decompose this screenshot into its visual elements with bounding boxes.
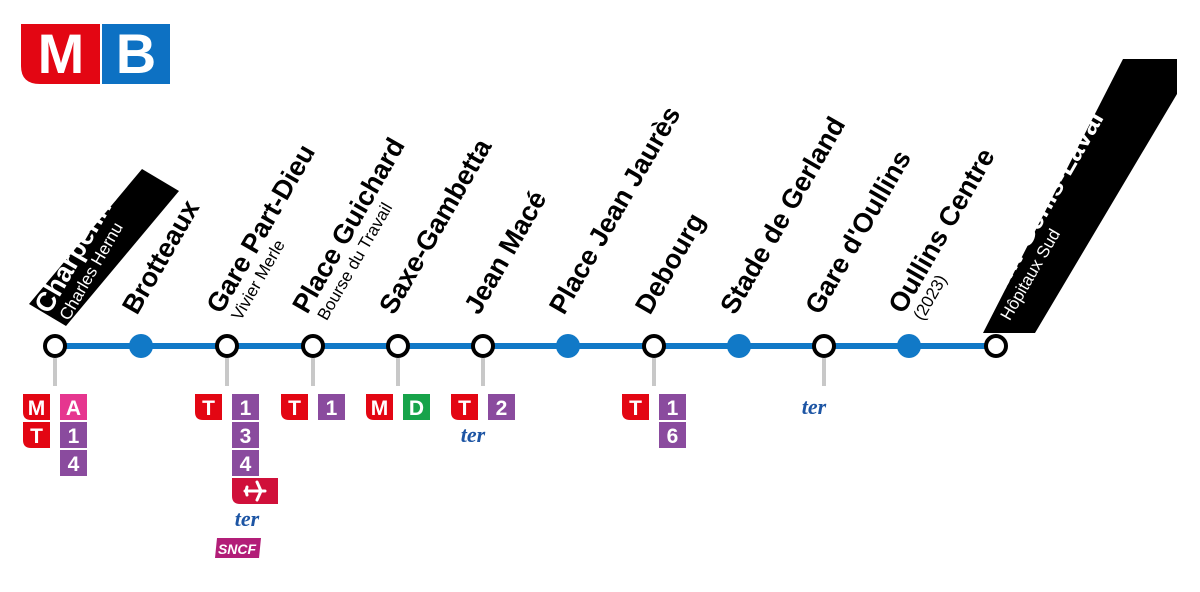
station-marker-charpennes [43, 334, 67, 358]
tram-badge [23, 422, 50, 448]
tram-line-badge-label: 1 [326, 397, 338, 420]
logo-b-letter: B [116, 22, 156, 85]
tram-line-badge-label: 1 [240, 397, 252, 420]
tram-line-badge [318, 394, 345, 420]
tram-badge-label: T [288, 397, 301, 420]
station-name: Debourg [629, 208, 710, 319]
tram-badge [281, 394, 308, 420]
station-marker-stade-de-gerland [727, 334, 751, 358]
logo-b-tile [102, 24, 170, 84]
metro-badge [23, 394, 50, 420]
sncf-logo [215, 538, 261, 558]
station-marker-gare-part-dieu [215, 334, 239, 358]
metro-a-badge-label: A [66, 397, 81, 420]
logo-m-letter: M [38, 22, 85, 85]
station-label-jean-mace: Jean Macé [458, 186, 552, 319]
tram-line-badge [60, 422, 87, 448]
tram-badge-label: T [629, 397, 642, 420]
tram-line-badge-label: 4 [68, 453, 80, 476]
station-marker-oullins-centre [897, 334, 921, 358]
tram-badge [622, 394, 649, 420]
ter-logo: ter [461, 422, 486, 447]
tram-badge-label: T [30, 425, 43, 448]
tram-line-badge-label: 4 [240, 453, 252, 476]
tram-badge [195, 394, 222, 420]
tram-line-badge [232, 422, 259, 448]
station-marker-jean-mace [471, 334, 495, 358]
station-marker-saint-genis-laval [984, 334, 1008, 358]
station-marker-place-guichard [301, 334, 325, 358]
tram-line-badge [659, 422, 686, 448]
tram-line-badge [659, 394, 686, 420]
station-marker-saxe-gambetta [386, 334, 410, 358]
tram-line-badge-label: 6 [667, 425, 679, 448]
tram-line-badge [60, 450, 87, 476]
station-marker-place-jean-jaures [556, 334, 580, 358]
metro-badge [366, 394, 393, 420]
tram-badge-label: T [202, 397, 215, 420]
metro-d-badge [403, 394, 430, 420]
sncf-label: SNCF [218, 541, 257, 557]
plane-icon [243, 480, 267, 502]
tram-line-badge-label: 1 [667, 397, 679, 420]
station-marker-debourg [642, 334, 666, 358]
tram-line-badge-label: 1 [68, 425, 80, 448]
tram-line-badge [488, 394, 515, 420]
station-marker-gare-d-oullins [812, 334, 836, 358]
tram-line-badge [232, 394, 259, 420]
metro-d-badge-label: D [409, 397, 424, 420]
logo-m-tile [21, 24, 100, 84]
station-marker-brotteaux [129, 334, 153, 358]
tram-line-badge-label: 3 [240, 425, 252, 448]
line-logo: M B [21, 22, 170, 85]
station-name: Jean Macé [458, 186, 552, 319]
ter-logo: ter [235, 506, 260, 531]
tram-line-badge [232, 450, 259, 476]
ter-logo: ter [802, 394, 827, 419]
metro-badge-label: M [371, 397, 389, 420]
tram-badge [451, 394, 478, 420]
metro-a-badge [60, 394, 87, 420]
station-label-debourg: Debourg [629, 208, 710, 319]
terminus-box-saint-genis-laval [983, 59, 1177, 333]
tram-badge-label: T [458, 397, 471, 420]
metro-badge-label: M [28, 397, 46, 420]
tram-line-badge-label: 2 [496, 397, 508, 420]
terminus-box-charpennes [29, 169, 179, 326]
